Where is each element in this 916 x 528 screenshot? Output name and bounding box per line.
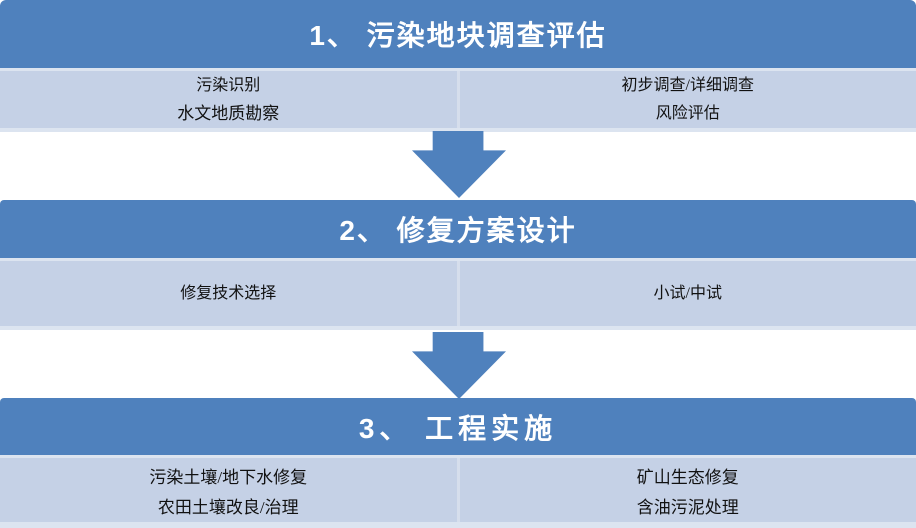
- stage-1-title: 1、 污染地块调查评估: [309, 20, 607, 51]
- list-item: 初步调查/详细调查: [621, 76, 754, 94]
- stage-3-header: 3、 工程实施: [0, 398, 916, 455]
- column-divider: [456, 71, 460, 128]
- list-item: 风险评估: [655, 104, 720, 122]
- list-item: 小试/中试: [653, 284, 722, 302]
- stage-2-title: 2、 修复方案设计: [339, 215, 577, 246]
- stage-2-items-band: 修复技术选择 小试/中试: [0, 258, 916, 330]
- stage-3-right-column: 矿山生态修复 含油污泥处理: [460, 458, 916, 522]
- list-item: 农田土壤改良/治理: [157, 498, 299, 517]
- down-arrow-icon: [412, 332, 506, 399]
- list-item: 含油污泥处理: [636, 498, 739, 517]
- stage-3-items-band: 污染土壤/地下水修复 农田土壤改良/治理 矿山生态修复 含油污泥处理: [0, 455, 916, 528]
- list-item: 修复技术选择: [180, 284, 277, 302]
- column-divider: [456, 458, 460, 522]
- list-item: 污染土壤/地下水修复: [149, 468, 308, 487]
- list-item: 污染识别: [196, 76, 261, 94]
- stage-1-right-column: 初步调查/详细调查 风险评估: [460, 71, 916, 128]
- list-item: 矿山生态修复: [636, 468, 739, 487]
- stage-3-left-column: 污染土壤/地下水修复 农田土壤改良/治理: [0, 458, 457, 522]
- stage-3-title: 3、 工程实施: [358, 412, 558, 444]
- stage-2-right-column: 小试/中试: [460, 261, 916, 326]
- stage-2-left-column: 修复技术选择: [0, 261, 457, 326]
- stage-1-items-band: 污染识别 水文地质勘察 初步调查/详细调查 风险评估: [0, 68, 916, 132]
- stage-1-left-column: 污染识别 水文地质勘察: [0, 71, 457, 128]
- column-divider: [456, 261, 460, 326]
- stage-2-header: 2、 修复方案设计: [0, 200, 916, 258]
- down-arrow-icon: [412, 131, 506, 198]
- stage-1-header: 1、 污染地块调查评估: [0, 0, 916, 68]
- list-item: 水文地质勘察: [177, 103, 280, 123]
